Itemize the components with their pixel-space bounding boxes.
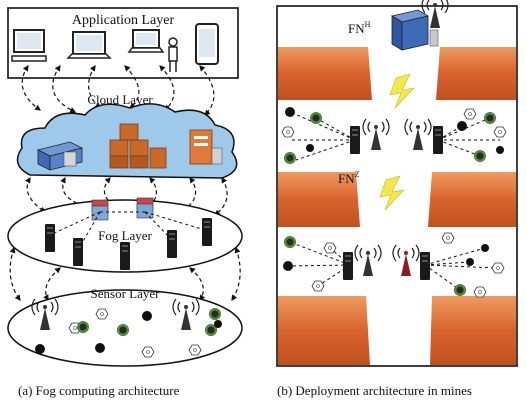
fog-node-icon [202,218,212,246]
fog-layer-label: Fog Layer [98,228,152,243]
desktop-icon [11,29,47,62]
user-icon [168,37,178,72]
cloud-layer-label: Cloud Layer [87,92,153,107]
radio-tower-icon [392,244,420,276]
lower-tunnel-links [287,241,499,291]
server-icon [36,141,84,171]
fog-architecture-diagram: Application Layer [7,7,243,367]
caption-a: (a) Fog computing architecture [18,383,180,398]
sensor-layer-label: Sensor Layer [91,286,161,301]
caption-b: (b) Deployment architecture in mines [277,383,472,398]
lightning-icon [379,175,405,211]
laptop-icon [127,29,165,53]
server-icon [109,123,167,169]
router-icon [136,197,154,219]
server-icon [390,9,439,51]
application-layer-label: Application Layer [72,13,175,28]
fog-node-icon [45,224,55,252]
lower-sensor-nodes [283,232,505,298]
fn-z-label: FNZ [338,170,360,186]
tablet-icon [195,23,219,65]
router-icon [91,199,109,221]
lightning-icon [389,73,415,109]
fog-sensor-links [9,246,241,302]
server-icon [189,129,223,165]
fog-node-icon [433,126,443,154]
fog-layer-ellipse [7,199,243,273]
fog-node-icon [350,126,360,154]
fog-node-icon [343,252,353,280]
rock-strata [278,47,516,365]
laptop-icon [66,31,112,59]
mine-deployment-diagram: FNH FNZ [276,0,518,367]
app-cloud-links [21,64,215,116]
sensor-nodes [35,308,222,358]
fog-node-icon [120,242,130,270]
fn-h-label: FNH [348,20,371,36]
upper-tunnel-links [289,111,500,161]
fog-node-icon [167,230,177,258]
fog-node-icon [73,238,83,266]
upper-sensor-nodes [281,107,507,164]
fog-node-icon [420,252,430,280]
